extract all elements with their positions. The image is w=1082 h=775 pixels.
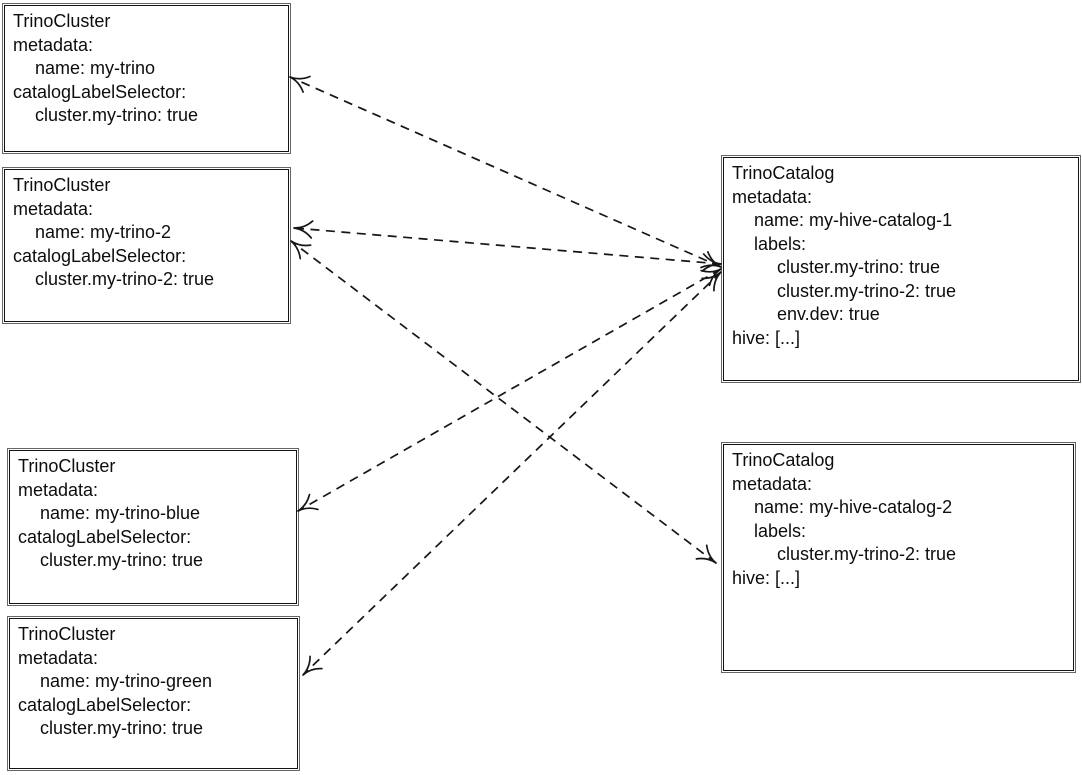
arrowhead [302, 655, 323, 676]
box-line: cluster.my-trino: true [35, 105, 199, 125]
dashed-connector-line [290, 240, 717, 564]
box-line: TrinoCluster [18, 456, 116, 476]
box-line: catalogLabelSelector: [13, 245, 187, 266]
connection-my-hive-catalog-1-to-my-trino [289, 75, 722, 269]
box-line: name: my-trino-blue [40, 503, 201, 523]
box-line: TrinoCluster [18, 624, 116, 644]
box-line: name: my-trino-green [40, 671, 213, 691]
box-line: metadata: [732, 473, 813, 494]
box-line: cluster.my-trino-2: true [35, 269, 215, 289]
box-line: metadata: [13, 198, 94, 219]
trinocluster-my-trino-blue-box: TrinoCluster metadata: name: my-trino-bl… [7, 448, 299, 606]
arrowhead [695, 544, 717, 564]
box-line: name: my-hive-catalog-1 [754, 210, 953, 230]
arrowhead [290, 240, 312, 260]
trinocluster-my-trino-green-box: TrinoCluster metadata: name: my-trino-gr… [7, 616, 300, 771]
trinocluster-my-trino-2-box: TrinoCluster metadata: name: my-trino-2 … [2, 167, 291, 324]
arrowhead [297, 493, 319, 512]
dashed-connector-line [297, 268, 722, 512]
arrowhead [289, 75, 311, 93]
dashed-connector-line [293, 227, 722, 265]
box-line: name: my-trino-2 [35, 222, 172, 242]
dashed-connector-line [302, 271, 722, 676]
box-line: labels: [754, 233, 807, 254]
arrowhead [293, 220, 314, 239]
box-line: TrinoCatalog [732, 163, 835, 183]
box-line: catalogLabelSelector: [18, 526, 192, 547]
box-line: cluster.my-trino: true [40, 550, 204, 570]
box-line: cluster.my-trino-2: true [777, 544, 957, 564]
box-line: metadata: [13, 34, 94, 55]
box-line: TrinoCluster [13, 175, 111, 195]
trinocatalog-my-hive-catalog-2-box: TrinoCatalog metadata: name: my-hive-cat… [721, 442, 1076, 673]
trinocluster-my-trino-box: TrinoCluster metadata: name: my-trino ca… [2, 3, 291, 154]
box-line: TrinoCluster [13, 11, 111, 31]
box-line: metadata: [732, 186, 813, 207]
box-line: cluster.my-trino-2: true [777, 280, 957, 301]
connection-my-hive-catalog-2-to-my-trino-2 [290, 240, 717, 564]
box-line: metadata: [18, 479, 99, 500]
box-line: hive: [...] [732, 567, 801, 588]
box-line: labels: [754, 520, 807, 541]
trinocatalog-my-hive-catalog-1-box: TrinoCatalog metadata: name: my-hive-cat… [721, 155, 1081, 383]
arrowhead [701, 253, 722, 272]
dashed-connector-line [289, 76, 722, 268]
box-line: catalogLabelSelector: [18, 694, 192, 715]
box-line: cluster.my-trino: true [777, 257, 941, 277]
box-line: env.dev: true [777, 304, 880, 324]
box-line: name: my-trino [35, 58, 156, 78]
box-line: cluster.my-trino: true [40, 718, 204, 738]
connection-my-hive-catalog-1-to-my-trino-blue [297, 268, 722, 512]
box-line: metadata: [18, 647, 99, 668]
box-line: name: my-hive-catalog-2 [754, 497, 953, 517]
box-line: hive: [...] [732, 327, 801, 348]
box-line: catalogLabelSelector: [13, 81, 187, 102]
connection-my-hive-catalog-1-to-my-trino-2 [293, 220, 722, 272]
arrowhead [701, 271, 722, 292]
connection-my-hive-catalog-1-to-my-trino-green [302, 271, 722, 676]
box-line: TrinoCatalog [732, 450, 835, 470]
